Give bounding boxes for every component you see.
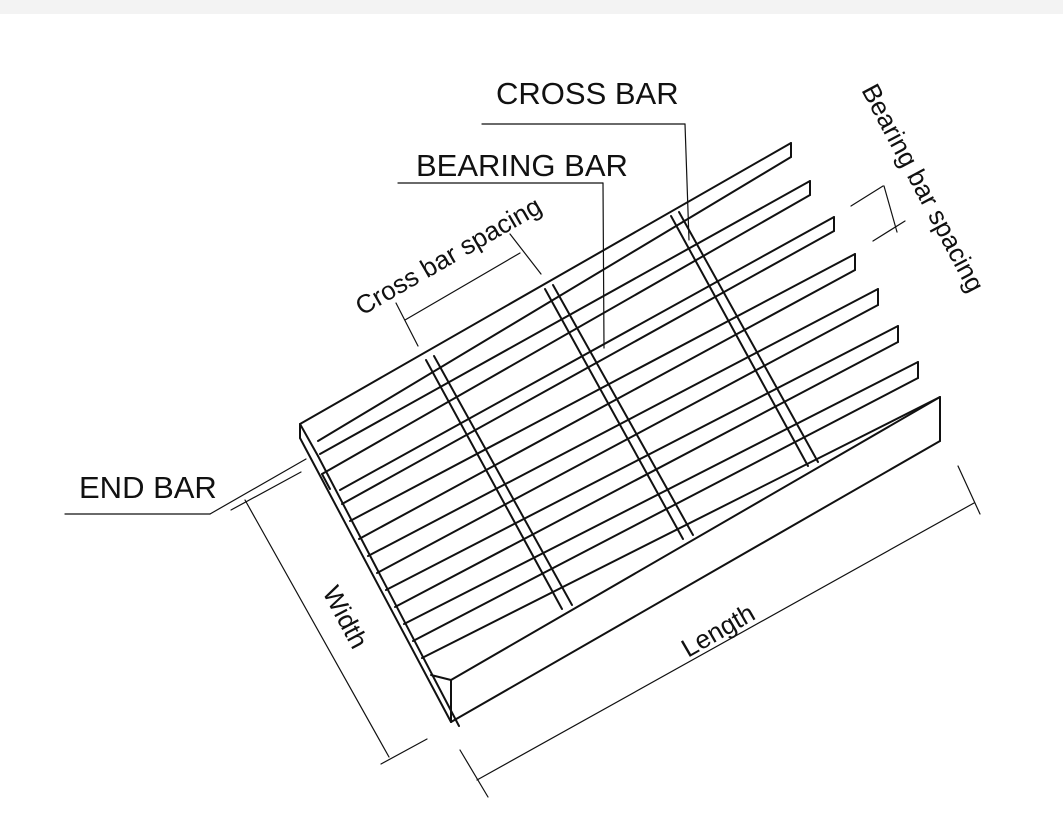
grating-outline [299,142,941,727]
cross-bar-spacing-label: Cross bar spacing [350,190,546,321]
cross-bar-spacing-dimension [395,233,542,347]
top-band [0,0,1063,14]
length-dimension [459,465,981,798]
bearing-bar-label: BEARING BAR [416,148,628,183]
bearing-bar-spacing-label: Bearing bar spacing [856,79,991,297]
length-label: Length [676,597,760,663]
bearing-bar-spacing-dimension [850,185,906,242]
cross-bars [425,211,819,610]
end-bar-label: END BAR [79,470,217,505]
cross-bar-label: CROSS BAR [496,76,679,111]
leaders [64,123,690,515]
width-dimension [230,471,428,765]
bearing-bar [317,156,792,442]
